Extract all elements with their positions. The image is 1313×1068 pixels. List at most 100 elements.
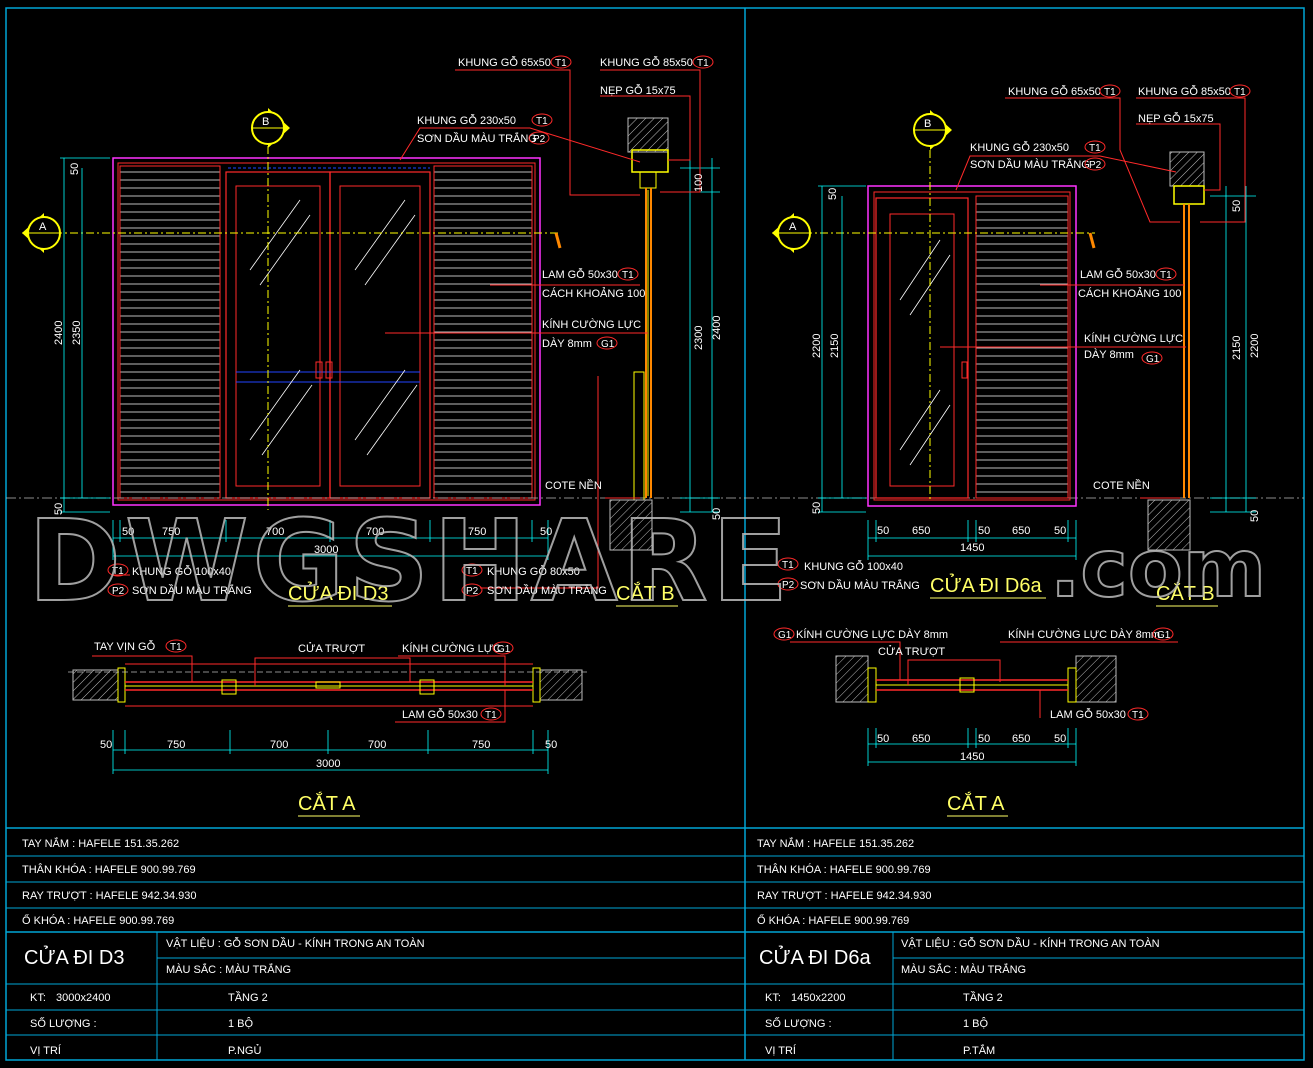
dim-v: 2400 — [711, 316, 723, 340]
location-value: P.NGỦ — [228, 1044, 261, 1057]
label-kinh-plan: KÍNH CƯỜNG LỰC — [402, 642, 501, 655]
svg-text:T1: T1 — [1089, 143, 1101, 154]
material: VẬT LIỆU : GỖ SƠN DẦU - KÍNH TRONG AN TO… — [166, 937, 425, 950]
dim-v: 50 — [1249, 510, 1261, 522]
label-sondau3: SƠN DẦU MÀU TRẮNG — [487, 584, 607, 597]
dim-h: 700 — [366, 526, 384, 538]
label-cuatruot: CỬA TRƯỢT — [878, 645, 945, 658]
dim-h: 50 — [978, 525, 990, 537]
dim-h: 50 — [1054, 525, 1066, 537]
door-name: CỬA ĐI D6a — [759, 945, 871, 969]
svg-text:B: B — [262, 116, 269, 128]
label-khung100: KHUNG GỖ 100x40 — [804, 560, 903, 573]
plan-section-a-d3 — [68, 655, 590, 774]
dim-v: 50 — [53, 503, 65, 515]
kt-label: KT: — [30, 992, 46, 1004]
label-khung85: KHUNG GỖ 85x50 — [600, 56, 693, 69]
annotations-right: KHUNG GỖ 65x50 T1 KHUNG GỖ 85x50 T1 NẸP … — [773, 84, 1261, 817]
dim-v: 2200 — [811, 334, 823, 358]
dim-v: 2150 — [1231, 336, 1243, 360]
dim-plan: 50 — [1054, 733, 1066, 745]
quantity-value: 1 BỘ — [228, 1017, 254, 1030]
dim-total: 3000 — [314, 544, 338, 556]
svg-text:T1: T1 — [1234, 87, 1246, 98]
section-b-d3 — [609, 117, 720, 551]
floor: TẦNG 2 — [963, 991, 1003, 1004]
svg-text:T1: T1 — [1160, 270, 1172, 281]
material: VẬT LIỆU : GỖ SƠN DẦU - KÍNH TRONG AN TO… — [901, 937, 1160, 950]
table-row: Ổ KHÓA : HAFELE 900.99.769 — [22, 914, 174, 927]
svg-text:A: A — [39, 221, 47, 233]
svg-text:T1: T1 — [112, 566, 124, 577]
section-b-d6a — [1147, 151, 1256, 551]
label-lam-plan: LAM GỖ 50x30 — [1050, 708, 1126, 721]
dim-v: 2400 — [53, 321, 65, 345]
label-day8: DÀY 8mm — [542, 337, 592, 350]
tag-t1: T1 — [531, 113, 553, 127]
dim-v: 100 — [693, 174, 705, 192]
kt-value: 3000x2400 — [56, 992, 110, 1004]
tag-g1: G1 — [596, 336, 618, 350]
label-kinh2: KÍNH CƯỜNG LỰC DÀY 8mm — [1008, 628, 1160, 641]
annotations-left: KHUNG GỖ 65x50 T1 KHUNG GỖ 85x50 T1 NẸP … — [53, 55, 723, 817]
tag-t1: T1 — [550, 55, 572, 69]
dim-h: 650 — [1012, 525, 1030, 537]
label-day8: DÀY 8mm — [1084, 348, 1134, 361]
watermark: DWGSHARE .com — [27, 496, 1267, 628]
dim-plan: 700 — [270, 739, 288, 751]
title-elevation-d3: CỬA ĐI D3 — [288, 581, 388, 605]
label-khung65: KHUNG GỖ 65x50 — [458, 56, 551, 69]
dim-plan-total: 1450 — [960, 751, 984, 763]
title-cut-a-right: CẮT A — [947, 791, 1005, 815]
dim-v: 50 — [69, 163, 81, 175]
label-cachkhoang: CÁCH KHOẢNG 100 — [1078, 287, 1181, 300]
tag-g1: G1 — [1152, 627, 1174, 641]
dim-h: 700 — [266, 526, 284, 538]
svg-text:T1: T1 — [1104, 87, 1116, 98]
quantity-label: SỐ LƯỢNG : — [30, 1016, 97, 1030]
tag-p2: P2 — [461, 583, 483, 597]
tag-t1: T1 — [461, 563, 483, 577]
tag-t1: T1 — [107, 563, 129, 577]
label-cote: COTE NỀN — [545, 479, 602, 492]
svg-text:P2: P2 — [533, 134, 546, 145]
svg-text:T1: T1 — [555, 58, 567, 69]
svg-text:T1: T1 — [170, 642, 182, 653]
svg-text:G1: G1 — [497, 644, 511, 655]
tag-g1: G1 — [492, 641, 514, 655]
dim-plan: 700 — [368, 739, 386, 751]
dim-plan: 650 — [1012, 733, 1030, 745]
spec-table-right: TAY NẮM : HAFELE 151.35.262 THÂN KHÓA : … — [757, 837, 1160, 1057]
label-cote: COTE NỀN — [1093, 479, 1150, 492]
table-row: THÂN KHÓA : HAFELE 900.99.769 — [22, 863, 196, 876]
dim-v: 2300 — [693, 326, 705, 350]
dim-v: 50 — [811, 502, 823, 514]
tag-t1: T1 — [165, 639, 187, 653]
dim-h: 50 — [877, 525, 889, 537]
label-lam-plan: LAM GỖ 50x30 — [402, 708, 478, 721]
tag-t1: T1 — [480, 707, 502, 721]
svg-text:T1: T1 — [622, 270, 634, 281]
svg-text:A: A — [789, 221, 797, 233]
table-row: Ổ KHÓA : HAFELE 900.99.769 — [757, 914, 909, 927]
title-cut-b-right: CẮT B — [1156, 581, 1215, 605]
dim-plan: 50 — [877, 733, 889, 745]
section-marker-a-right: A — [772, 213, 811, 253]
svg-text:T1: T1 — [782, 560, 794, 571]
tag-p2: P2 — [107, 583, 129, 597]
svg-text:.com: .com — [1050, 522, 1266, 615]
label-lam: LAM GỖ 50x30 — [1080, 268, 1156, 281]
label-kinh: KÍNH CƯỜNG LỰC — [542, 318, 641, 331]
title-cut-a-left: CẮT A — [298, 791, 356, 815]
svg-text:T1: T1 — [697, 58, 709, 69]
sheet-frame — [5, 7, 1305, 1061]
table-row: TAY NẮM : HAFELE 151.35.262 — [22, 837, 179, 850]
svg-text:P2: P2 — [466, 586, 479, 597]
dim-plan: 50 — [545, 739, 557, 751]
kt-value: 1450x2200 — [791, 992, 845, 1004]
label-kinh1: KÍNH CƯỜNG LỰC DÀY 8mm — [796, 628, 948, 641]
svg-text:T1: T1 — [485, 710, 497, 721]
tag-t1: T1 — [1099, 84, 1121, 98]
dim-v: 50 — [1231, 200, 1243, 212]
tag-p2: P2 — [528, 131, 550, 145]
